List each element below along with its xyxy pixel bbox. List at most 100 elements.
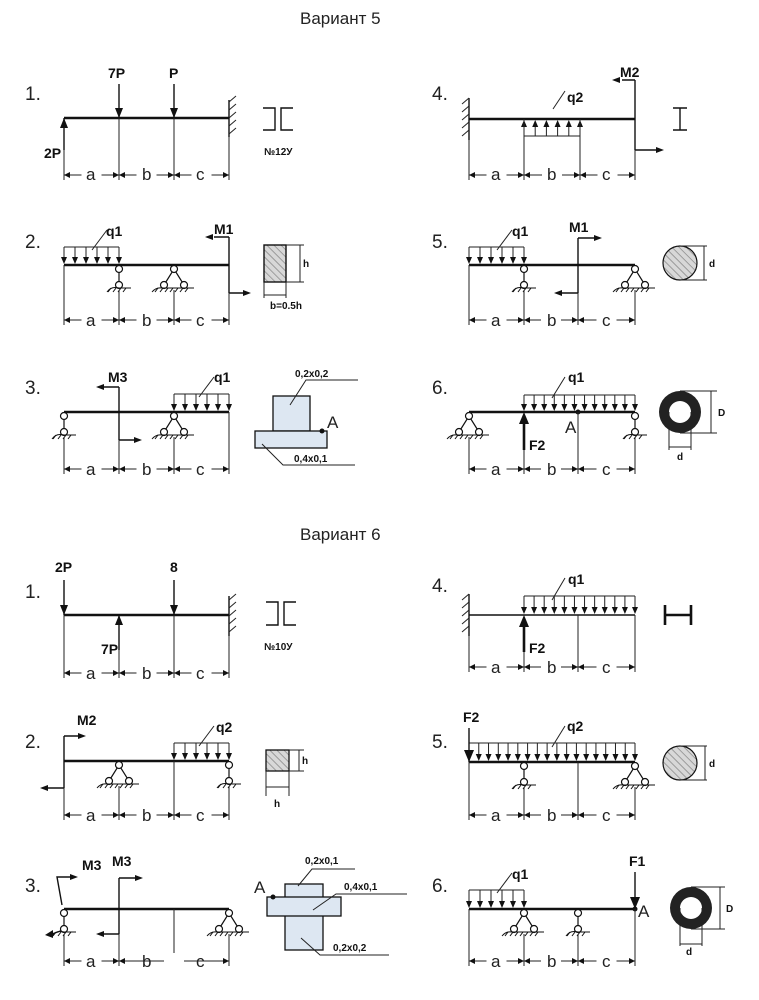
- problem-v5-5: 5. q1 M1 d a b c: [432, 219, 715, 330]
- load-arrow-icon: [510, 257, 516, 264]
- distributed-load-icon: [171, 393, 232, 411]
- problem-v5-2: 2. q1 M1 h b=0.5h a b c: [25, 221, 309, 330]
- load-arrow-icon: [488, 901, 494, 908]
- load-arrow-icon: [621, 404, 628, 411]
- moment-arrow-icon: [134, 437, 142, 443]
- load-label: M1: [569, 219, 589, 235]
- channel-section-icon: [266, 601, 296, 626]
- problem-v6-5: 5. q2 F2 d a b c: [432, 709, 715, 825]
- load-arrow-icon: [544, 754, 551, 761]
- load-arrow-icon: [171, 753, 177, 760]
- dimension-line: [468, 909, 636, 969]
- load-arrow-icon: [475, 754, 482, 761]
- rectangle-section-icon: [263, 244, 287, 283]
- force-arrow-icon: [60, 118, 68, 128]
- dimension-label: b: [142, 165, 151, 184]
- load-label: q1: [568, 571, 585, 587]
- moment-arrow-icon: [40, 785, 48, 791]
- roller-support-icon: [51, 411, 76, 440]
- load-arrow-icon: [193, 753, 199, 760]
- load-arrow-icon: [581, 607, 588, 614]
- point-label: A: [254, 878, 266, 897]
- dimension-label: c: [196, 460, 205, 479]
- moment-arrow-icon: [96, 384, 104, 390]
- load-label: M2: [77, 712, 97, 728]
- dimension-label: c: [602, 658, 611, 677]
- load-arrow-icon: [226, 404, 232, 411]
- load-arrow-icon: [521, 901, 527, 908]
- load-label: q1: [568, 369, 585, 385]
- moment-arrow-icon: [78, 733, 86, 739]
- dimension-label: c: [602, 165, 611, 184]
- load-arrow-icon: [521, 607, 527, 614]
- load-label: M3: [112, 853, 132, 869]
- load-arrow-icon: [466, 257, 472, 264]
- dimension-label: b: [142, 806, 151, 825]
- dimension-label: c: [196, 806, 205, 825]
- dimension-label: b: [142, 460, 151, 479]
- pin-support-icon: [96, 760, 139, 789]
- dimension-line: [468, 412, 636, 477]
- dimension-label: c: [602, 806, 611, 825]
- load-arrow-icon: [561, 607, 568, 614]
- load-arrow-icon: [571, 404, 578, 411]
- dimension-label: c: [602, 952, 611, 971]
- load-arrow-icon: [554, 120, 561, 127]
- load-label: M3: [82, 857, 102, 873]
- load-label: F2: [529, 437, 546, 453]
- moment-arrow-icon: [135, 875, 143, 881]
- dimension-line: [63, 118, 230, 183]
- load-arrow-icon: [602, 754, 609, 761]
- section-label: 0,2x0,2: [295, 369, 329, 380]
- circle-section-icon: [662, 745, 698, 781]
- load-arrow-icon: [551, 607, 558, 614]
- problem-number: 1.: [25, 84, 41, 105]
- pin-support-icon: [446, 411, 489, 440]
- load-label: q1: [512, 223, 529, 239]
- roller-support-icon: [106, 264, 131, 293]
- load-arrow-icon: [541, 404, 548, 411]
- fixed-support-icon: [461, 593, 470, 636]
- distributed-load-icon: [61, 246, 122, 264]
- problem-number: 3.: [25, 876, 41, 897]
- pin-support-icon: [612, 264, 655, 293]
- force-arrow-icon: [519, 412, 529, 424]
- load-arrow-icon: [171, 404, 177, 411]
- problem-v5-4: 4. q2 M2 a b c: [432, 64, 687, 184]
- dimension-label: c: [196, 664, 205, 683]
- load-arrow-icon: [591, 404, 598, 411]
- dimension-label: b: [142, 664, 151, 683]
- point-label: A: [565, 418, 577, 437]
- dimension-label: b: [142, 311, 151, 330]
- problem-number: 3.: [25, 378, 41, 399]
- circle-section-icon: [662, 245, 698, 281]
- section-bottom-icon: [284, 913, 324, 951]
- load-arrow-icon: [94, 257, 100, 264]
- section-label: b=0.5h: [270, 301, 302, 312]
- problem-number: 6.: [432, 876, 448, 897]
- section-dim-label: d: [677, 452, 683, 463]
- problem-number: 4.: [432, 576, 448, 597]
- dimension-label: c: [196, 165, 205, 184]
- pin-support-icon: [151, 264, 194, 293]
- section-web-icon: [272, 395, 311, 432]
- force-arrow-icon: [170, 605, 178, 615]
- point-a-marker: [319, 428, 325, 434]
- load-arrow-icon: [632, 754, 638, 761]
- load-arrow-icon: [226, 753, 232, 760]
- section-flange-icon: [254, 430, 328, 449]
- load-arrow-icon: [521, 404, 527, 411]
- load-label: 2P: [44, 145, 61, 161]
- load-arrow-icon: [534, 754, 541, 761]
- dimension-label: b: [547, 165, 556, 184]
- problem-number: 5.: [432, 732, 448, 753]
- load-arrow-icon: [632, 404, 638, 411]
- roller-support-icon: [511, 264, 536, 293]
- load-arrow-icon: [553, 754, 560, 761]
- dimension-line: [468, 119, 636, 183]
- load-label: M3: [108, 369, 128, 385]
- dimension-label: a: [86, 952, 96, 971]
- dimension-label: b: [547, 952, 556, 971]
- dimension-line: [63, 934, 230, 969]
- dimension-label: a: [491, 658, 501, 677]
